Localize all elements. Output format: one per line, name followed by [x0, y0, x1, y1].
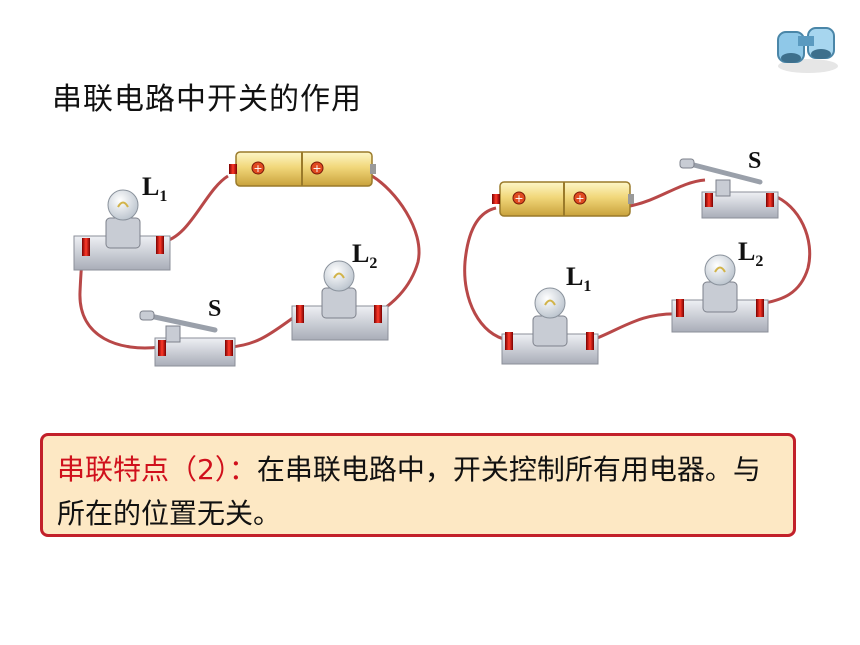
- left-circuit: + + L1 L2: [73, 151, 421, 367]
- right-wires: [463, 178, 812, 342]
- left-lamp1[interactable]: [73, 189, 171, 271]
- left-lamp2[interactable]: [291, 260, 389, 341]
- svg-text:+: +: [575, 192, 584, 205]
- left-lamp2-label: L2: [352, 239, 377, 272]
- series-feature-note: 串联特点（2）：在串联电路中，开关控制所有用电器。与所在的位置无关。: [40, 433, 796, 537]
- right-lamp2[interactable]: [671, 254, 769, 333]
- right-lamp1-label: L1: [566, 262, 591, 295]
- left-switch-label: S: [208, 296, 221, 322]
- circuit-diagram: + + L1 L2: [73, 148, 812, 367]
- left-lamp1-label: L1: [142, 172, 167, 205]
- right-lamp2-label: L2: [738, 237, 763, 270]
- svg-text:+: +: [514, 192, 523, 205]
- left-switch[interactable]: [139, 310, 236, 367]
- right-switch[interactable]: [679, 158, 779, 219]
- right-switch-label: S: [748, 148, 761, 174]
- svg-text:+: +: [312, 162, 321, 175]
- svg-text:+: +: [253, 162, 262, 175]
- binoculars-icon[interactable]: [770, 18, 842, 76]
- note-text: 在串联电路中，开关控制所有用电器。与所在的位置无关。: [57, 453, 761, 530]
- right-circuit: + + L1 L2: [463, 148, 812, 365]
- note-highlight: 串联特点（2）：: [57, 453, 257, 486]
- right-lamp1[interactable]: [501, 287, 599, 365]
- left-battery[interactable]: + +: [229, 151, 376, 187]
- page-title: 串联电路中开关的作用: [52, 82, 362, 117]
- right-battery[interactable]: + +: [492, 181, 634, 217]
